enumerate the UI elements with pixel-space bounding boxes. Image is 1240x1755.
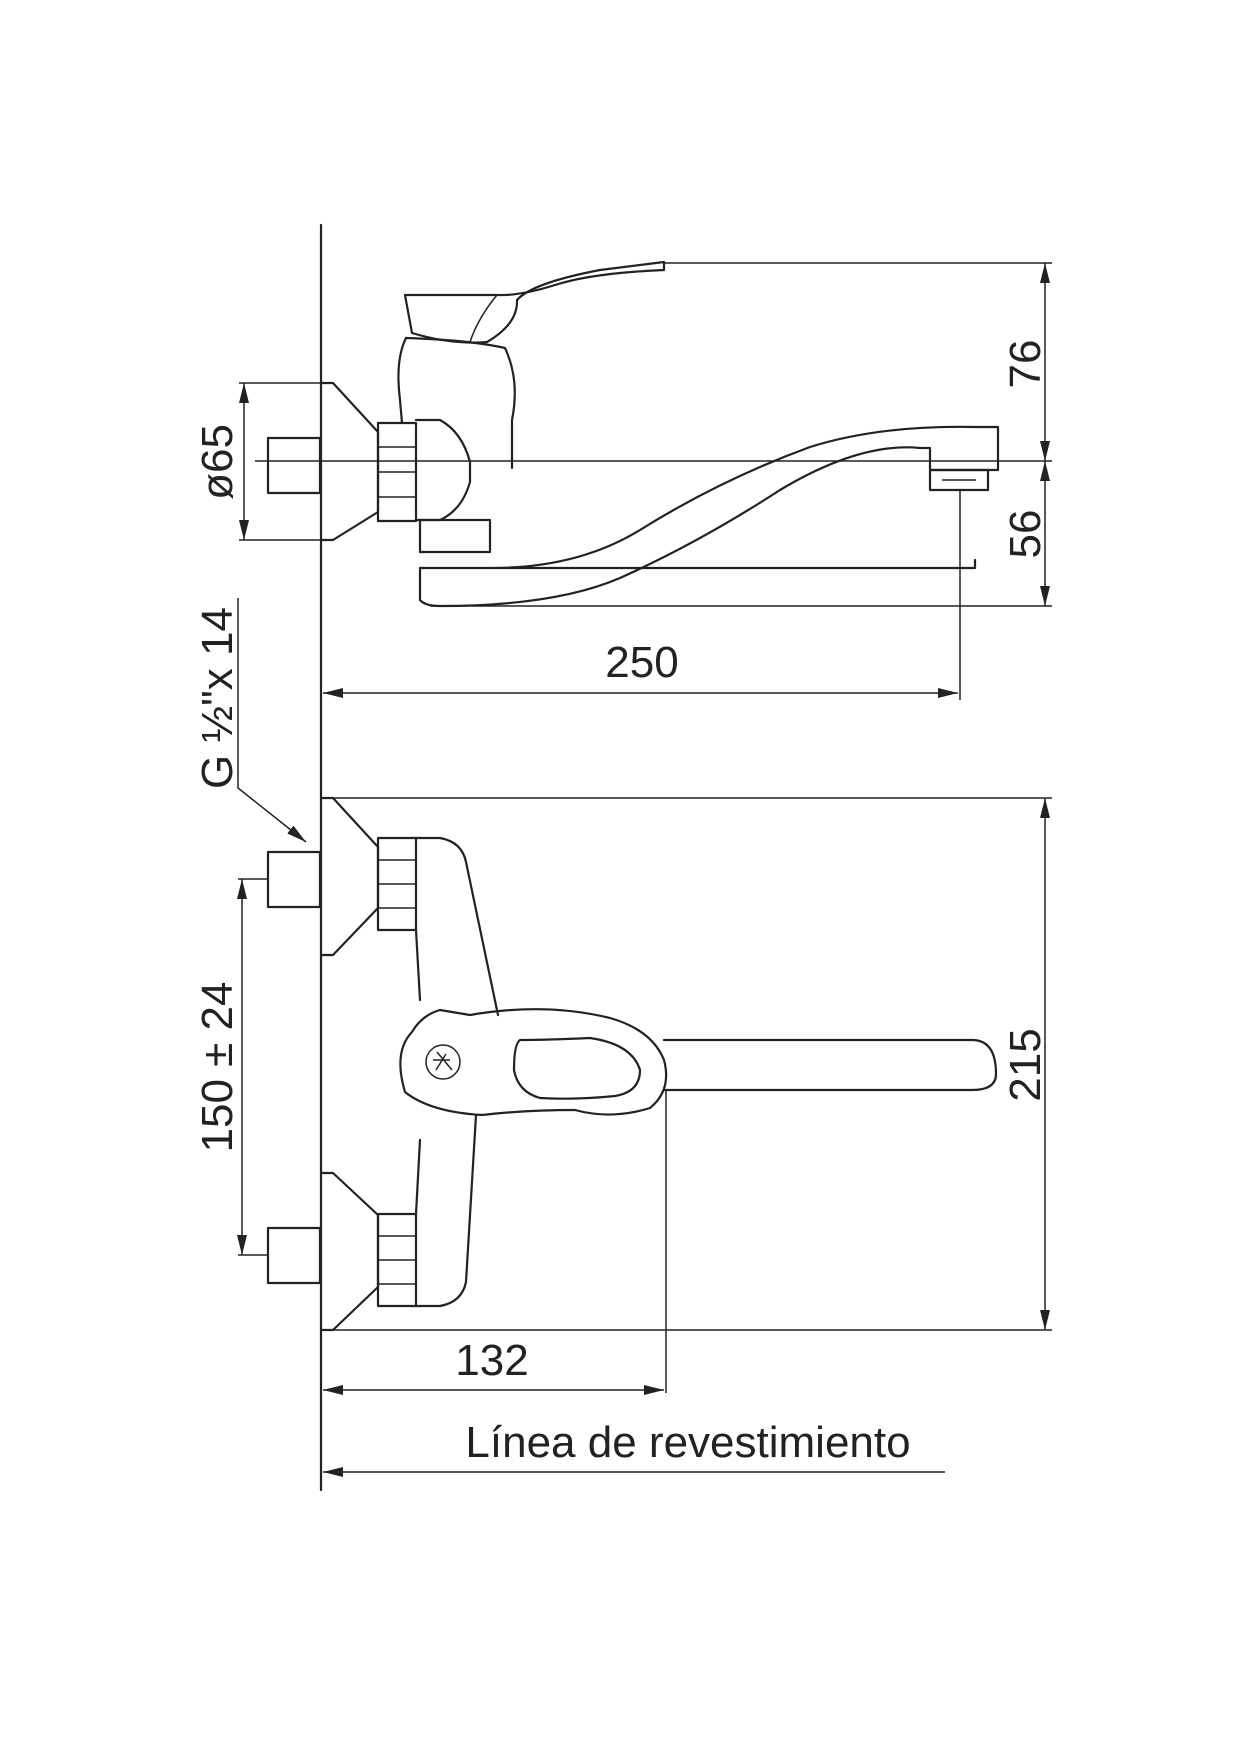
thread-label: G ½"x 14	[193, 607, 242, 789]
front-view	[266, 796, 998, 1332]
dim-132: 132	[455, 1336, 528, 1385]
wall-line-label: Línea de revestimiento	[465, 1418, 910, 1467]
front-view-dimensions	[237, 598, 1052, 1477]
dim-56: 56	[1001, 510, 1050, 559]
dim-215: 215	[1001, 1028, 1050, 1101]
side-view-dimensions	[239, 262, 1052, 700]
dim-250: 250	[605, 638, 678, 687]
side-view	[266, 260, 1000, 608]
dim-inlet-spacing: 150 ± 24	[193, 982, 242, 1153]
dim-76: 76	[1001, 340, 1050, 389]
dim-diameter: ø65	[193, 424, 242, 500]
